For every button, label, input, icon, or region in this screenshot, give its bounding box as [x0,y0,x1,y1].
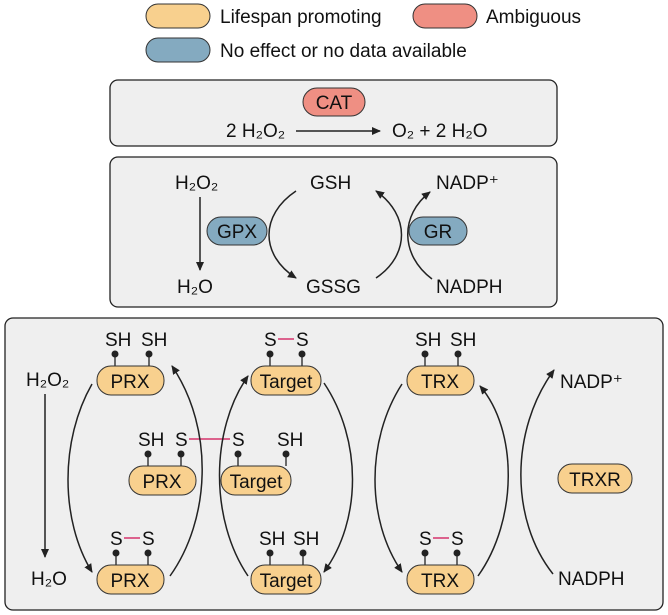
prx-reduced-sh-2: SH [141,330,167,351]
target-mid-pill [220,465,292,496]
target-reduced-label: Target [260,571,314,592]
target-oxidized: S S Target [250,330,322,396]
glutathione-panel-box [109,156,558,308]
prx-ox-s-1: S [110,529,123,550]
gr-enzyme-pill [408,216,468,246]
nadph-to-nadp-arrow [407,191,433,280]
prx-oxidized-to-reduced-arrow [169,365,203,577]
trx-ox-s-1: S [419,529,432,550]
prx-reduced-pill [96,365,165,396]
trxr-nadph-to-nadp-arrow [520,369,555,575]
prx-mid-sh: SH [138,430,164,451]
gsh-label: GSH [310,173,351,194]
trx-oxidized-to-reduced-arrow [477,385,509,577]
prx-mid-pill [128,465,197,496]
cat-enzyme-pill [302,87,366,117]
prx-h2o: H₂O [31,569,67,590]
trx-reduced-pill [406,365,475,396]
trxr-nadph: NADPH [558,569,625,590]
cat-reactant: 2 H₂O₂ [226,121,285,142]
prx-reduced-sh-1: SH [105,330,131,351]
legend-label-no-effect: No effect or no data available [220,41,467,62]
target-ox-s-2: S [296,330,309,351]
prx-mid-label: PRX [142,472,181,493]
target-oxidized-to-reduced-arrow [323,382,354,573]
cat-enzyme-label: CAT [316,93,353,114]
gsh-to-gssg-arrow [268,190,297,279]
target-mid-label: Target [230,472,284,493]
target-mid-sh: SH [277,430,303,451]
catalase-panel: CAT 2 H₂O₂ O₂ + 2 H₂O [109,79,558,147]
legend-label-lifespan: Lifespan promoting [220,7,382,28]
trx-red-sh-2: SH [450,330,476,351]
prx-ox-s-2: S [142,529,155,550]
trx-oxidized-label: TRX [421,571,459,592]
gr-nadph: NADPH [436,277,503,298]
trxr-enzyme-label: TRXR [569,470,621,491]
trxr-enzyme-pill [557,463,633,494]
trx-reduced-to-oxidized-arrow [374,383,403,573]
trx-oxidized: S S TRX [406,529,475,595]
prx-reduced-label: PRX [110,372,149,393]
gpx-enzyme-pill [206,216,268,246]
target-red-sh-1: SH [259,529,285,550]
trx-reduced-label: TRX [421,372,459,393]
target-oxidized-pill [250,365,322,396]
trx-oxidized-pill [406,564,475,595]
thioredoxin-panel-box [4,317,664,611]
gpx-h2o2: H₂O₂ [175,173,218,194]
legend-label-ambiguous: Ambiguous [486,7,581,28]
target-reduced-to-oxidized-arrow [218,375,249,577]
trx-red-sh-1: SH [415,330,441,351]
prx-reduced-to-oxidized-arrow [67,383,93,573]
trx-reduced: SH SH TRX [406,330,476,396]
target-reduced-pill [250,564,322,595]
gpx-enzyme-label: GPX [217,222,257,243]
target-oxidized-label: Target [260,372,314,393]
legend-swatch-no-effect [145,37,211,63]
gr-nadp: NADP⁺ [436,173,499,194]
target-reduced: SH SH Target [250,529,322,595]
trx-ox-s-2: S [451,529,464,550]
gssg-label: GSSG [306,277,361,298]
prx-oxidized-label: PRX [110,571,149,592]
legend: Lifespan promoting Ambiguous No effect o… [145,3,581,63]
prx-reduced: SH SH PRX [96,330,167,396]
glutathione-panel: H₂O₂ H₂O GPX GSH GSSG NADP⁺ NADPH GR [109,156,558,308]
gpx-h2o: H₂O [177,277,213,298]
gssg-to-gsh-arrow [375,190,403,279]
gr-enzyme-label: GR [424,222,453,243]
target-red-sh-2: SH [293,529,319,550]
thioredoxin-panel: H₂O₂ H₂O SH SH PRX SH S PRX [4,317,664,611]
prx-oxidized: S S PRX [96,529,165,595]
prx-mid-s: S [175,430,188,451]
prx-oxidized-pill [96,564,165,595]
target-mid-s: S [232,430,245,451]
prx-target-mixed-disulfide: SH S PRX S SH Target [128,430,303,496]
cat-products: O₂ + 2 H₂O [392,121,488,142]
target-ox-s-1: S [264,330,277,351]
trxr-nadp: NADP⁺ [560,372,623,393]
prx-h2o2: H₂O₂ [26,370,69,391]
legend-swatch-ambiguous [412,3,478,29]
legend-swatch-lifespan [145,3,211,29]
